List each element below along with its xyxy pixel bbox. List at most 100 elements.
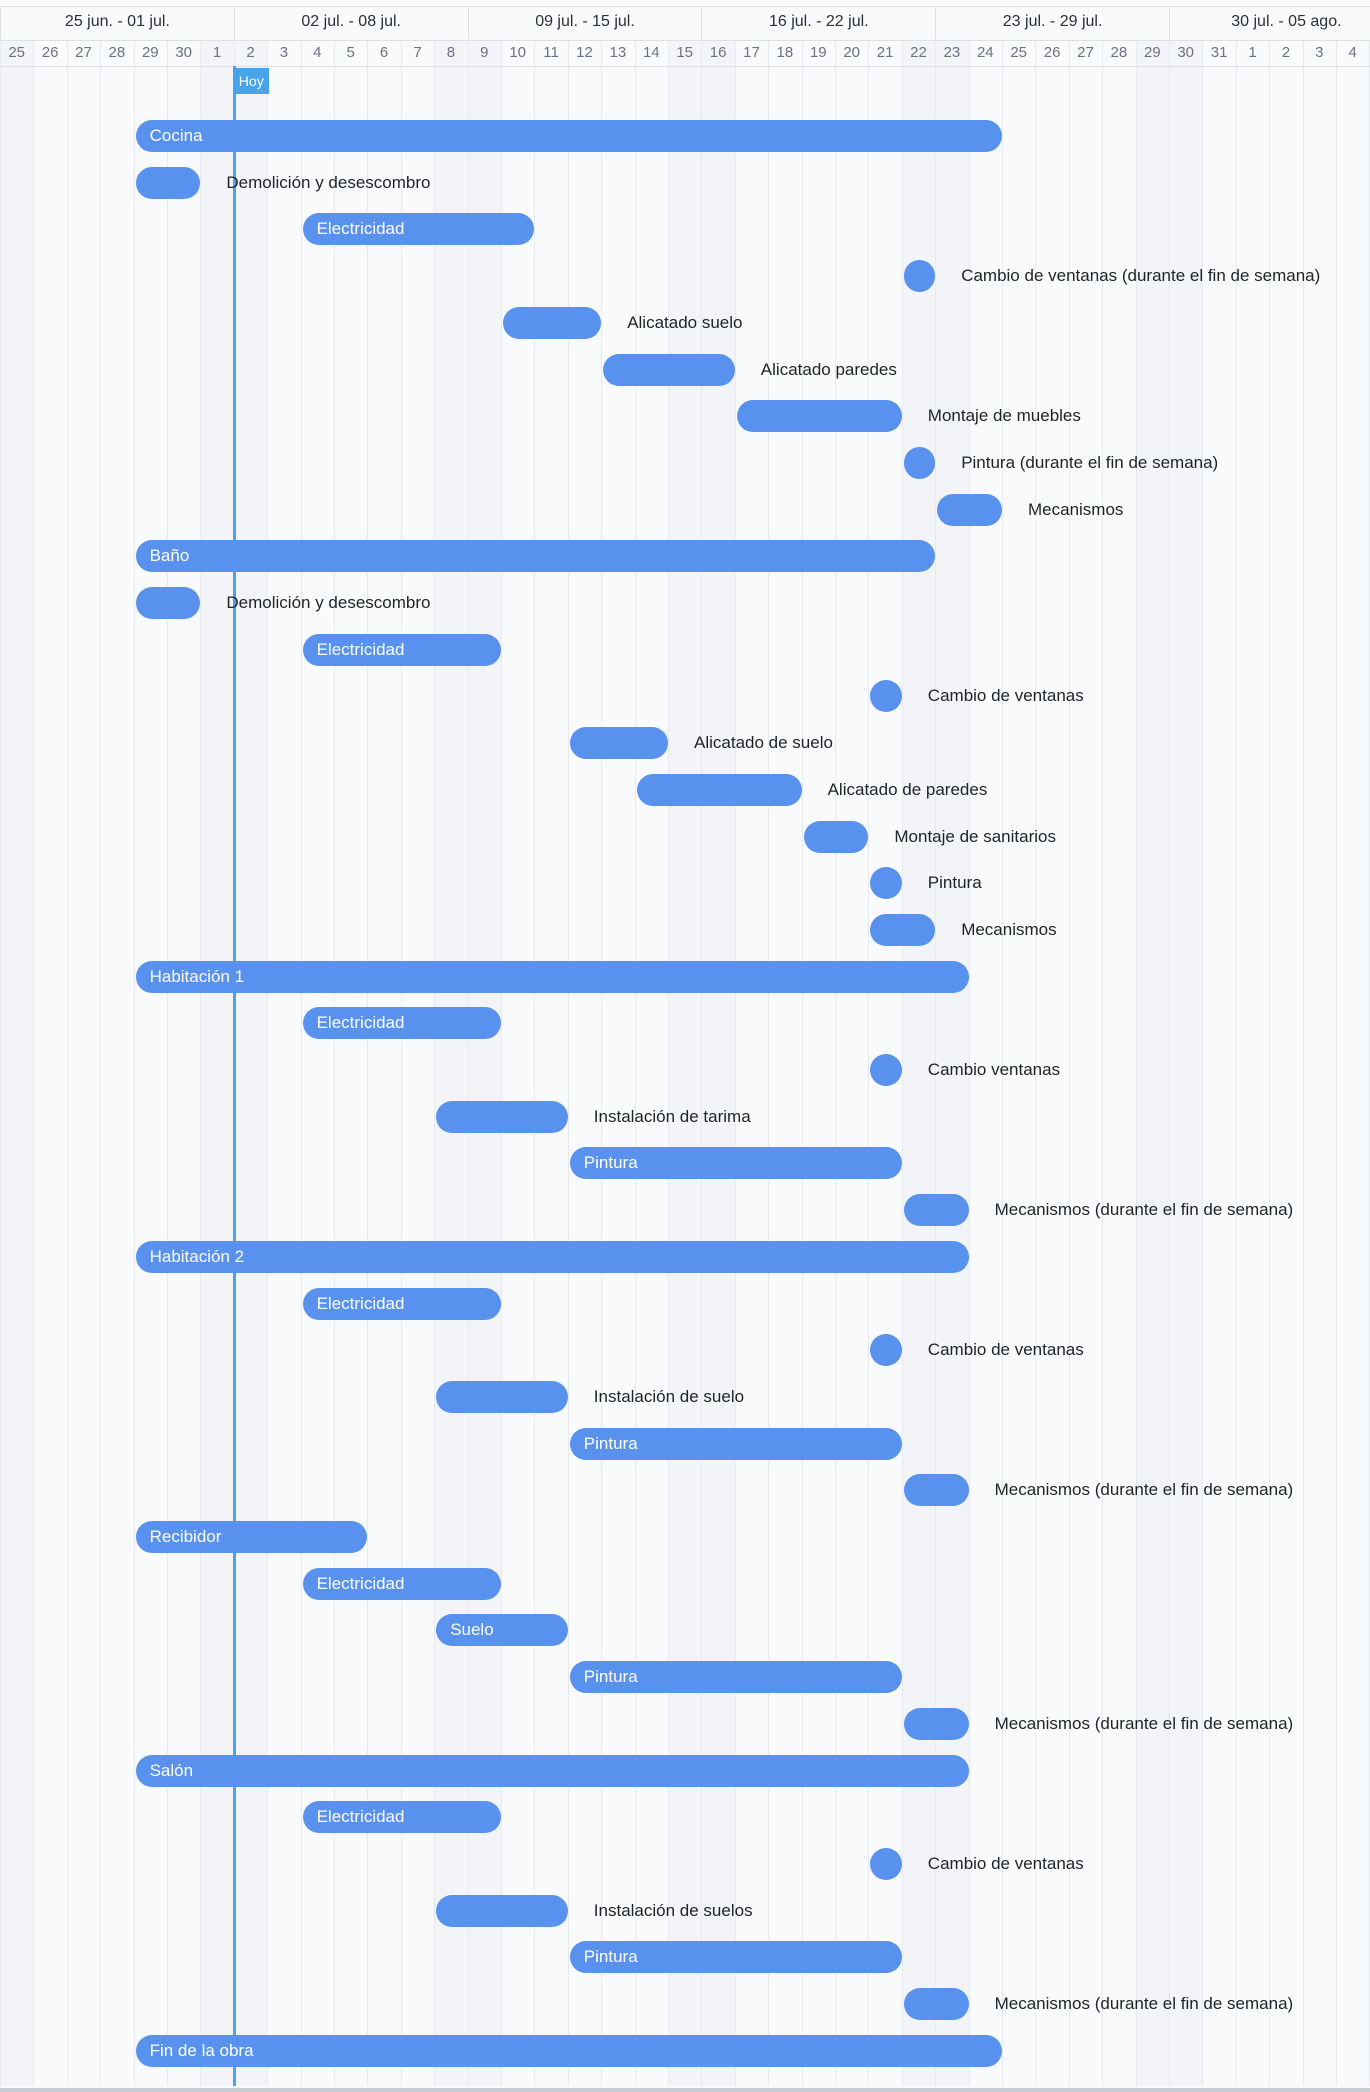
day-gridline (400, 40, 402, 2086)
task-bar[interactable]: Electricidad (302, 633, 501, 666)
day-label: 9 (480, 44, 489, 61)
day-gridline (1336, 40, 1337, 2086)
task-bar[interactable]: Suelo (436, 1614, 568, 1647)
day-gridline (601, 40, 603, 2086)
day-gridline (1035, 40, 1037, 2086)
task-bar[interactable] (870, 867, 902, 900)
day-label: 1 (1248, 44, 1257, 61)
task-bar[interactable] (903, 260, 936, 293)
task-label: Pintura (durante el fin de semana) (961, 452, 1219, 472)
task-label: Cambio de ventanas (927, 1340, 1084, 1360)
day-gridline (935, 6, 937, 2086)
task-bar[interactable]: Pintura (569, 1427, 902, 1460)
day-gridline (1202, 40, 1204, 2086)
task-bar[interactable] (603, 353, 735, 386)
task-label: Instalación de suelo (593, 1386, 745, 1406)
day-gridline (634, 40, 636, 2086)
task-bar[interactable] (870, 1054, 902, 1086)
task-bar[interactable]: Electricidad (302, 1801, 501, 1834)
task-bar[interactable]: Recibidor (135, 1521, 368, 1553)
task-bar[interactable] (736, 400, 902, 433)
task-bar[interactable] (937, 493, 1002, 526)
bottom-scroll-edge (0, 2088, 1370, 2092)
day-label: 6 (379, 44, 389, 61)
task-bar[interactable] (903, 1194, 969, 1227)
task-bar[interactable] (870, 1847, 902, 1880)
day-gridline (567, 40, 569, 2086)
day-gridline (501, 40, 502, 2086)
task-label: Electricidad (316, 219, 405, 239)
day-label: 15 (676, 44, 694, 61)
task-bar[interactable]: Baño (135, 540, 936, 573)
day-gridline (133, 40, 135, 2086)
day-gridline (1269, 40, 1271, 2086)
task-bar[interactable]: Habitación 2 (135, 1240, 969, 1273)
week-header: 25 jun. - 01 jul. (0, 6, 234, 38)
day-label: 21 (876, 44, 894, 61)
task-bar[interactable] (803, 820, 869, 853)
task-bar[interactable] (569, 727, 668, 760)
task-bar[interactable] (870, 913, 936, 946)
day-gridline (167, 40, 168, 2086)
task-label: Mecanismos (durante el fin de semana) (994, 1713, 1294, 1733)
day-label: 11 (543, 44, 559, 61)
weekend-column (935, 40, 969, 2086)
day-gridline (1102, 40, 1104, 2086)
task-label: Montaje de muebles (927, 406, 1081, 426)
task-bar[interactable] (870, 1334, 902, 1367)
day-gridline (467, 6, 469, 2086)
task-label: Electricidad (316, 639, 405, 659)
task-bar[interactable]: Electricidad (302, 1567, 501, 1600)
task-bar[interactable] (903, 1707, 969, 1740)
task-label: Electricidad (316, 1573, 405, 1593)
weekend-column (233, 40, 268, 2086)
day-label: 25 (8, 44, 26, 61)
task-bar[interactable]: Salón (135, 1754, 969, 1787)
task-bar[interactable]: Cocina (135, 120, 1002, 152)
day-label: 26 (1043, 44, 1061, 61)
task-bar[interactable] (636, 773, 802, 806)
task-bar[interactable] (436, 1100, 568, 1133)
task-label: Instalación de suelos (593, 1900, 753, 1920)
task-bar[interactable] (436, 1380, 568, 1413)
weekend-column (0, 40, 34, 2086)
task-bar[interactable] (903, 446, 936, 479)
week-header: 30 jul. - 05 ago. (1169, 6, 1370, 38)
task-bar[interactable] (135, 166, 201, 199)
day-gridline (1002, 40, 1003, 2086)
day-label: 5 (346, 44, 355, 61)
day-gridline (434, 40, 436, 2086)
day-gridline (668, 40, 669, 2086)
weekend-column (434, 40, 468, 2086)
day-gridline (734, 40, 736, 2086)
task-bar[interactable] (903, 1988, 969, 2020)
day-gridline (367, 40, 369, 2086)
task-bar[interactable] (135, 587, 201, 619)
today-tag: Hoy (233, 68, 269, 94)
task-bar[interactable]: Pintura (569, 1147, 902, 1180)
week-header: 23 jul. - 29 jul. (935, 6, 1169, 38)
task-bar[interactable]: Fin de la obra (135, 2034, 1002, 2067)
task-label: Habitación 2 (149, 1246, 245, 1266)
task-label: Alicatado paredes (760, 359, 897, 379)
task-bar[interactable] (436, 1894, 568, 1927)
day-label: 25 (1010, 44, 1028, 61)
task-label: Electricidad (316, 1807, 405, 1827)
task-bar[interactable]: Habitación 1 (135, 960, 969, 993)
task-bar[interactable]: Electricidad (302, 1007, 501, 1040)
task-label: Mecanismos (961, 919, 1057, 939)
task-bar[interactable]: Electricidad (302, 213, 535, 246)
day-gridline (100, 40, 102, 2086)
day-gridline (1169, 6, 1170, 2086)
task-bar[interactable] (870, 680, 902, 713)
day-gridline (0, 6, 1, 2086)
task-bar[interactable]: Electricidad (302, 1287, 501, 1320)
day-label: 23 (943, 44, 961, 61)
task-label: Cambio de ventanas (durante el fin de se… (961, 266, 1321, 286)
task-label: Cambio de ventanas (927, 686, 1084, 706)
task-bar[interactable] (503, 306, 602, 339)
task-bar[interactable]: Pintura (569, 1661, 902, 1694)
day-gridline (1235, 40, 1237, 2086)
task-bar[interactable] (903, 1474, 969, 1507)
task-bar[interactable]: Pintura (569, 1941, 902, 1974)
